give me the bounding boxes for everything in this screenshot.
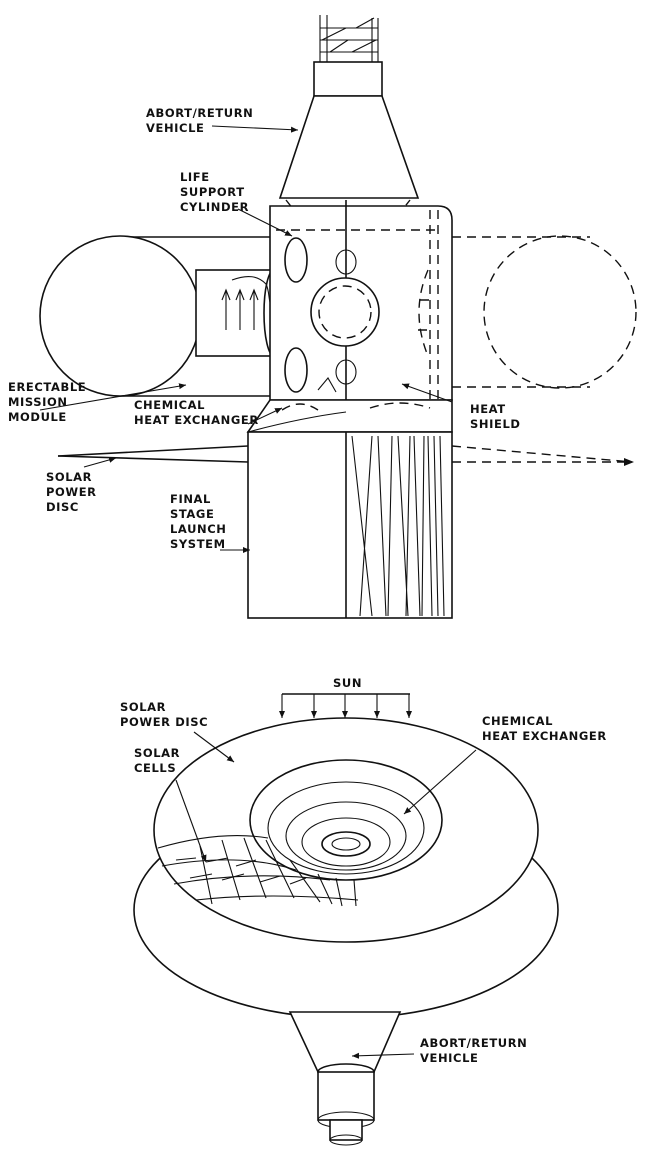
sun-rays xyxy=(279,693,412,718)
label-erectable-mission-module: ERECTABLE MISSION MODULE xyxy=(8,380,87,424)
label-abort-return-vehicle-bottom: ABORT/RETURN VEHICLE xyxy=(420,1036,528,1065)
label-solar-power-disc-top: SOLAR POWER DISC xyxy=(46,470,97,514)
top-leader-lines xyxy=(39,125,453,553)
label-solar-power-disc-bottom: SOLAR POWER DISC xyxy=(120,700,209,729)
life-support-cylinder-shape xyxy=(269,200,453,430)
erectable-mission-module-shape xyxy=(39,235,285,397)
bottom-leader-lines xyxy=(175,731,477,1059)
label-life-support-cylinder: LIFE SUPPORT CYLINDER xyxy=(180,170,250,214)
label-chemical-heat-exchanger-bottom: CHEMICAL HEAT EXCHANGER xyxy=(482,714,607,743)
label-heat-shield: HEAT SHIELD xyxy=(470,402,521,431)
label-final-stage-launch-system: FINAL STAGE LAUNCH SYSTEM xyxy=(170,492,227,551)
label-solar-cells: SOLAR CELLS xyxy=(134,746,181,775)
tower-truss xyxy=(319,15,379,62)
top-spacecraft-drawing xyxy=(39,15,637,619)
label-chemical-heat-exchanger-top: CHEMICAL HEAT EXCHANGER xyxy=(134,398,259,427)
dashed-sphere-projection xyxy=(452,235,637,389)
bottom-abort-return-vehicle-shape xyxy=(288,1011,402,1146)
abort-return-vehicle-shape xyxy=(278,61,420,223)
bottom-spacecraft-drawing xyxy=(133,693,559,1146)
final-stage-launch-system-shape xyxy=(247,431,453,619)
solar-cells-grid xyxy=(157,835,359,907)
solar-power-disc-edge xyxy=(57,445,634,466)
label-sun: SUN xyxy=(333,676,363,690)
solar-power-disc-shape xyxy=(133,717,559,1019)
heat-exchanger-band xyxy=(246,399,453,433)
label-abort-return-vehicle-top: ABORT/RETURN VEHICLE xyxy=(146,106,254,135)
